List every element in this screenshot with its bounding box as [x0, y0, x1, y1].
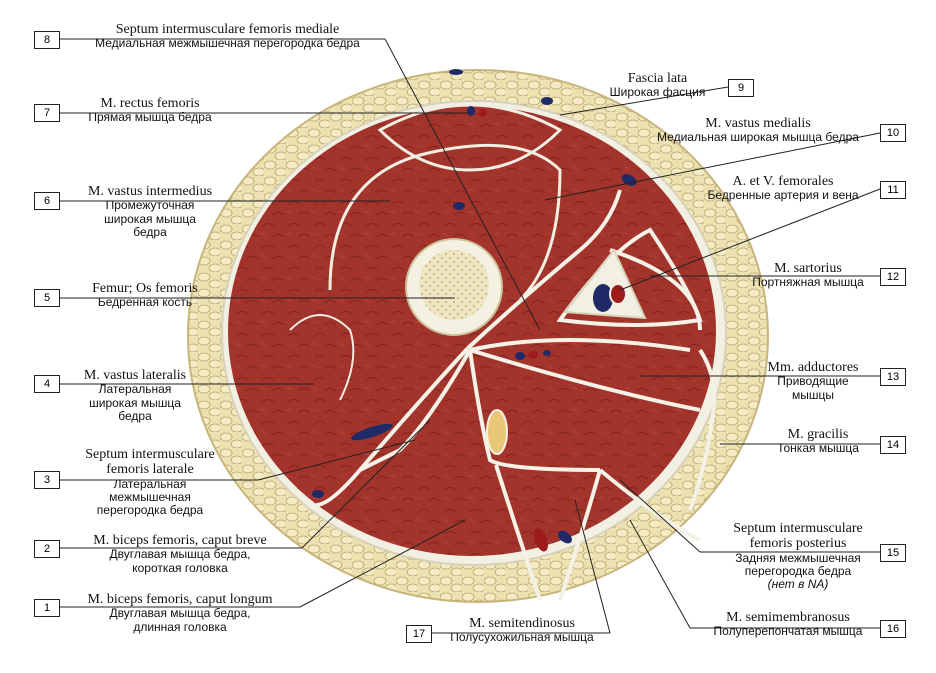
- label-15: Septum intermusculare femoris posterius …: [733, 521, 863, 592]
- label-9: Fascia lata Широкая фасция: [609, 71, 706, 100]
- label-number-5: 5: [34, 289, 60, 307]
- label-number-13: 13: [880, 368, 906, 386]
- label-number-11: 11: [880, 181, 906, 199]
- label-number-8: 8: [34, 31, 60, 49]
- label-number-4: 4: [34, 375, 60, 393]
- label-2: M. biceps femoris, caput breve Двуглавая…: [93, 533, 267, 575]
- label-number-16: 16: [880, 620, 906, 638]
- label-number-17: 17: [406, 625, 432, 643]
- label-11: A. et V. femorales Бедренные артерия и в…: [707, 174, 859, 203]
- label-12: M. sartorius Портняжная мышца: [752, 261, 864, 290]
- femoral-vessels: [563, 248, 647, 320]
- label-number-10: 10: [880, 124, 906, 142]
- label-1: M. biceps femoris, caput longum Двуглава…: [87, 592, 273, 634]
- label-number-7: 7: [34, 104, 60, 122]
- label-number-15: 15: [880, 544, 906, 562]
- label-number-6: 6: [34, 192, 60, 210]
- label-10: M. vastus medialis Медиальная широкая мы…: [657, 116, 859, 145]
- label-8: Septum intermusculare femoris mediale Ме…: [95, 22, 360, 51]
- label-17: M. semitendinosus Полусухожильная мышца: [450, 616, 594, 645]
- label-number-9: 9: [728, 79, 754, 97]
- label-5: Femur; Os femoris Бедренная кость: [92, 281, 198, 310]
- femur-marrow: [419, 250, 489, 320]
- intermuscular-septa: [315, 189, 717, 601]
- label-number-1: 1: [34, 599, 60, 617]
- label-6: M. vastus intermedius Промежуточная широ…: [87, 184, 213, 239]
- label-16: M. semimembranosus Полуперепончатая мышц…: [713, 610, 863, 639]
- label-number-12: 12: [880, 268, 906, 286]
- leader-lines: [60, 38, 881, 634]
- label-number-2: 2: [34, 540, 60, 558]
- label-3: Septum intermusculare femoris laterale Л…: [85, 447, 215, 518]
- label-4: M. vastus lateralis Латеральная широкая …: [83, 368, 187, 423]
- label-number-3: 3: [34, 471, 60, 489]
- label-13: Mm. adductores Приводящие мышцы: [767, 360, 859, 402]
- label-number-14: 14: [880, 436, 906, 454]
- label-7: M. rectus femoris Прямая мышца бедра: [88, 96, 212, 125]
- label-14: M. gracilis Тонкая мышца: [777, 427, 859, 456]
